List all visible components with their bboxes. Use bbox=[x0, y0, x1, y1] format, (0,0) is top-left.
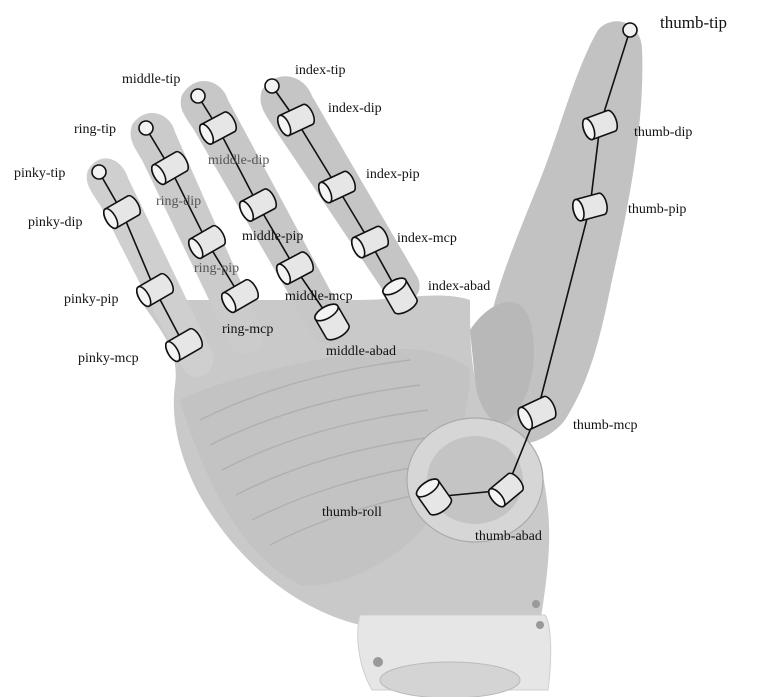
hand-illustration bbox=[87, 21, 643, 697]
label-pinky-pip: pinky-pip bbox=[64, 292, 118, 307]
label-pinky-mcp: pinky-mcp bbox=[78, 351, 139, 366]
label-ring-mcp: ring-mcp bbox=[222, 322, 273, 337]
label-ring-dip: ring-dip bbox=[156, 194, 201, 209]
wrist-screw-right bbox=[532, 600, 540, 608]
label-pinky-dip: pinky-dip bbox=[28, 215, 82, 230]
wrist-screw-right-2 bbox=[536, 621, 544, 629]
label-pinky-tip: pinky-tip bbox=[14, 166, 65, 181]
pinky-tip-marker bbox=[92, 165, 106, 179]
label-index-pip: index-pip bbox=[366, 167, 420, 182]
label-middle-tip: middle-tip bbox=[122, 72, 180, 87]
label-thumb-pip: thumb-pip bbox=[628, 202, 686, 217]
thumb-tip-marker bbox=[623, 23, 637, 37]
label-index-abad: index-abad bbox=[428, 279, 490, 294]
label-middle-mcp: middle-mcp bbox=[285, 289, 353, 304]
label-thumb-dip: thumb-dip bbox=[634, 125, 692, 140]
label-index-dip: index-dip bbox=[328, 101, 382, 116]
label-ring-tip: ring-tip bbox=[74, 122, 116, 137]
ring-tip-marker bbox=[139, 121, 153, 135]
label-middle-abad: middle-abad bbox=[326, 344, 396, 359]
index-tip-marker bbox=[265, 79, 279, 93]
label-thumb-roll: thumb-roll bbox=[322, 505, 382, 520]
label-index-mcp: index-mcp bbox=[397, 231, 457, 246]
label-thumb-tip: thumb-tip bbox=[660, 13, 727, 32]
label-thumb-mcp: thumb-mcp bbox=[573, 418, 638, 433]
middle-tip-marker bbox=[191, 89, 205, 103]
label-middle-pip: middle-pip bbox=[242, 229, 303, 244]
label-thumb-abad: thumb-abad bbox=[475, 529, 542, 544]
label-index-tip: index-tip bbox=[295, 63, 346, 78]
wrist-opening bbox=[380, 662, 520, 697]
wrist-screw-left bbox=[373, 657, 383, 667]
label-middle-dip: middle-dip bbox=[208, 153, 269, 168]
label-ring-pip: ring-pip bbox=[194, 261, 239, 276]
